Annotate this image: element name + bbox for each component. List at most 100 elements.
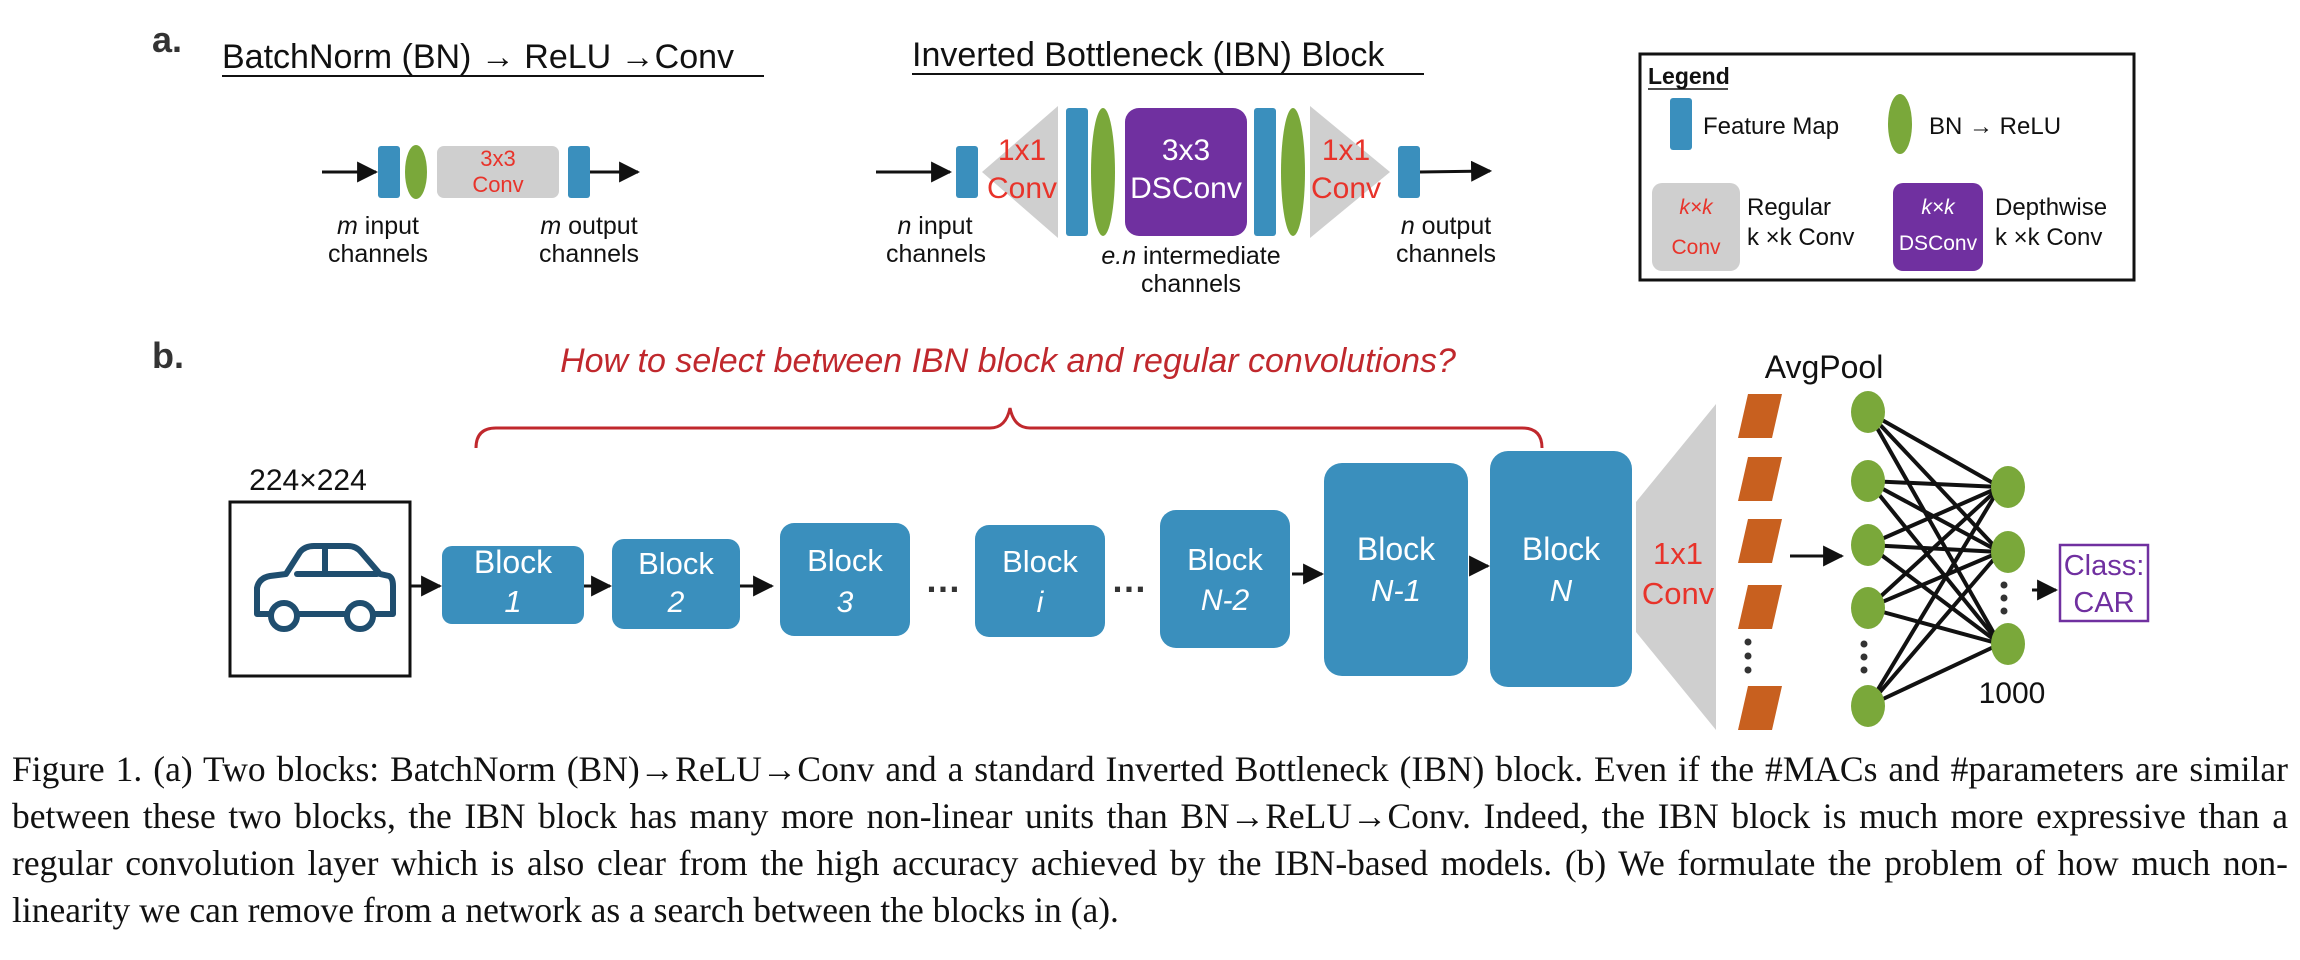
bn-output-feature-map (568, 146, 590, 198)
legend-regular-label-line1: Regular (1747, 194, 1831, 221)
class-label-line2: CAR (2073, 587, 2134, 619)
avgpool-label: AvgPool (1765, 349, 1884, 385)
legend-regular-icon-line1: k×k (1679, 196, 1714, 219)
block-i-word: Block (1002, 544, 1078, 579)
block-n: Block N (1490, 451, 1632, 687)
figure-diagram: a. BatchNorm (BN) → ReLU →Conv 3x3 Conv … (152, 19, 2150, 730)
ibn-dsconv-label-1: 3x3 (1162, 134, 1210, 167)
ibn-expand-conv (982, 106, 1058, 238)
ibn-output-arrow (1419, 160, 1493, 182)
bn-block-title: BatchNorm (BN) → ReLU →Conv (222, 38, 734, 76)
block-1: Block 1 (442, 544, 584, 624)
ibn-bn-relu-oval-2 (1281, 108, 1305, 236)
block-3-box (780, 523, 910, 636)
fc-neuron (1851, 685, 1885, 727)
ellipsis-1: … (925, 559, 961, 600)
ibn-input-label-line1: n input (897, 212, 972, 240)
bn-relu-conv-block: BatchNorm (BN) → ReLU →Conv 3x3 Conv m i… (222, 38, 764, 268)
ibn-conv1-label-2: Conv (987, 172, 1057, 205)
block-n-word: Block (1522, 531, 1601, 567)
class-label-line1: Class: (2064, 550, 2145, 582)
block-n-box (1490, 451, 1632, 687)
bn-input-feature-map (378, 146, 400, 198)
ibn-dsconv-label-2: DSConv (1130, 172, 1242, 205)
ibn-input-feature-map (956, 146, 978, 198)
block-n-2-box (1160, 510, 1290, 648)
block-1-index: 1 (504, 584, 521, 619)
ibn-project-conv (1310, 106, 1390, 238)
avgpool-features (1738, 394, 1782, 730)
avgpool-bar (1738, 457, 1782, 501)
ibn-dsconv (1125, 108, 1247, 236)
block-n-1: Block N-1 (1324, 463, 1468, 676)
ibn-output-label-line1: n output (1401, 212, 1491, 240)
ibn-conv2-label-2: Conv (1311, 172, 1381, 205)
block-2-word: Block (638, 546, 714, 581)
final-conv-label-1: 1x1 (1653, 536, 1703, 571)
final-conv-label-2: Conv (1642, 576, 1715, 611)
legend-dsconv-icon-line2: DSConv (1899, 232, 1978, 255)
block-2: Block 2 (612, 539, 740, 629)
ibn-block: Inverted Bottleneck (IBN) Block 1x1 Conv… (876, 36, 1496, 298)
ibn-block-title: Inverted Bottleneck (IBN) Block (912, 36, 1385, 74)
block-2-index: 2 (667, 586, 685, 619)
legend-feature-map-label: Feature Map (1703, 113, 1839, 140)
block-i: Block i (975, 525, 1105, 637)
ibn-input-label-line2: channels (886, 240, 986, 268)
ibn-conv1-label-1: 1x1 (998, 134, 1046, 167)
block-1-word: Block (474, 544, 553, 580)
part-a-label: a. (152, 19, 182, 60)
avgpool-bar (1738, 585, 1782, 629)
fc-neuron (1991, 623, 2025, 665)
legend-depthwise-label-line1: Depthwise (1995, 194, 2107, 221)
block-n-2-index: N-2 (1201, 584, 1250, 617)
block-1-box (442, 546, 584, 624)
block-3-index: 3 (837, 586, 854, 619)
fc-output-neurons (1991, 466, 2025, 665)
fc-input-neurons (1851, 391, 1885, 727)
ibn-conv2-label-1: 1x1 (1322, 134, 1370, 167)
legend-dsconv-icon-line1: k×k (1921, 196, 1956, 219)
avgpool-bar (1738, 519, 1782, 563)
block-3: Block 3 (780, 523, 910, 636)
avgpool-bar (1738, 686, 1782, 730)
fc-neuron (1991, 531, 2025, 573)
legend-bn-relu-label: BN → ReLU (1929, 113, 2061, 140)
block-n-1-index: N-1 (1371, 573, 1421, 608)
block-3-word: Block (807, 543, 883, 578)
ibn-bn-relu-oval-1 (1091, 108, 1115, 236)
bn-input-label-line2: channels (328, 240, 428, 268)
legend-regular-label-line2: k ×k Conv (1747, 224, 1854, 251)
ibn-output-label-line2: channels (1396, 240, 1496, 268)
search-question: How to select between IBN block and regu… (560, 342, 1456, 380)
fc-neuron (1851, 391, 1885, 433)
legend-title: Legend (1648, 63, 1730, 89)
ibn-intermediate-label-line1: e.n intermediate (1101, 242, 1280, 270)
fc-input-vertical-dots (1860, 640, 1868, 674)
block-n-2: Block N-2 (1160, 510, 1290, 648)
block-i-index: i (1037, 586, 1045, 619)
ibn-depthwise-feature-map (1254, 108, 1276, 236)
final-1x1-conv (1636, 404, 1716, 730)
legend-dsconv-icon (1893, 183, 1983, 271)
block-n-2-word: Block (1187, 542, 1263, 577)
bn-input-label-line1: m input (337, 212, 419, 240)
fc-neuron (1851, 460, 1885, 502)
legend-regular-icon-line2: Conv (1671, 236, 1721, 259)
legend-depthwise-label-line2: k ×k Conv (1995, 224, 2102, 251)
ibn-output-feature-map (1398, 146, 1420, 198)
fc-output-vertical-dots (2000, 581, 2008, 615)
output-count-label: 1000 (1979, 677, 2046, 710)
block-i-box (975, 525, 1105, 637)
ibn-expanded-feature-map (1066, 108, 1088, 236)
part-b-label: b. (152, 335, 184, 376)
legend: Legend Feature Map BN → ReLU k×k Conv Re… (1638, 52, 2136, 282)
bn-output-label-line2: channels (539, 240, 639, 268)
ellipsis-2: … (1111, 559, 1147, 600)
bn-conv-label-2: Conv (472, 172, 523, 197)
legend-feature-map-icon (1670, 98, 1692, 150)
block-2-box (612, 539, 740, 629)
avgpool-vertical-dots (1744, 638, 1752, 674)
bn-output-label-line1: m output (540, 212, 637, 240)
bn-conv-label-1: 3x3 (480, 146, 515, 171)
